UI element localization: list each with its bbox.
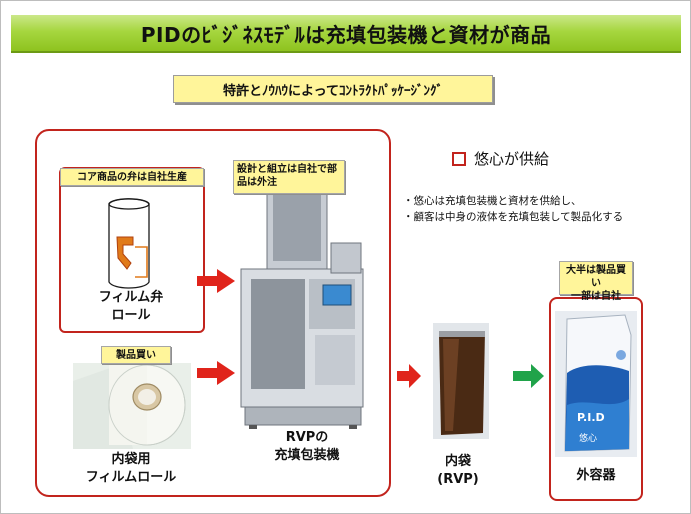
tag-core-product: コア商品の弁は自社生産 — [60, 168, 204, 186]
rvp-machine-photo — [240, 186, 364, 429]
arrow-machine-to-bag — [397, 364, 421, 388]
legend-red-square-icon — [452, 151, 466, 166]
tag-purchased-product: 製品買い — [101, 346, 171, 364]
legend-label: 悠心が供給 — [474, 150, 550, 168]
label-rvp-machine: RVPの充填包装機 — [274, 430, 340, 463]
label-inner-bag: 内袋(RVP) — [437, 454, 479, 487]
arrow-bag-to-container — [513, 364, 544, 388]
tag-design-assembly: 設計と組立は自社で部品は外注 — [233, 160, 345, 194]
container-kanji-text: 悠心 — [579, 432, 597, 444]
container-brand-text: P.I.D — [577, 411, 605, 424]
supplied-frame-main — [35, 129, 391, 497]
label-film-valve-roll: フィルム弁ロール — [98, 290, 164, 323]
inner-bag-photo — [433, 323, 489, 439]
bullet-item: ・顧客は中身の液体を充填包装して製品化する — [403, 211, 624, 223]
bullet-item: ・悠心は充填包装機と資材を供給し、 — [403, 195, 582, 207]
outer-container-photo: P.I.D 悠心 — [555, 311, 637, 457]
label-inner-film-roll: 内袋用フィルムロール — [85, 452, 177, 485]
inner-film-roll-photo — [73, 363, 191, 449]
film-valve-roll-drawing — [108, 198, 150, 289]
arrow-film-to-machine — [197, 269, 235, 293]
title-bar: PIDのﾋﾞｼﾞﾈｽﾓﾃﾞﾙは充填包装機と資材が商品 — [11, 15, 681, 53]
supplied-frame-outer-container — [549, 297, 643, 501]
bullet-list: ・悠心は充填包装機と資材を供給し、 ・顧客は中身の液体を充填包装して製品化する — [403, 193, 689, 225]
subtitle-banner: 特許とﾉｳﾊｳによってｺﾝﾄﾗｸﾄﾊﾟｯｹｰｼﾞﾝｸﾞ — [173, 75, 493, 103]
legend: 悠心が供給 — [452, 148, 549, 169]
slide-title: PIDのﾋﾞｼﾞﾈｽﾓﾃﾞﾙは充填包装機と資材が商品 — [140, 23, 552, 47]
label-outer-container: 外容器 — [576, 468, 616, 483]
tag-mostly-purchased: 大半は製品買い一部は自社 — [559, 261, 633, 302]
arrow-inner-film-to-machine — [197, 361, 235, 385]
